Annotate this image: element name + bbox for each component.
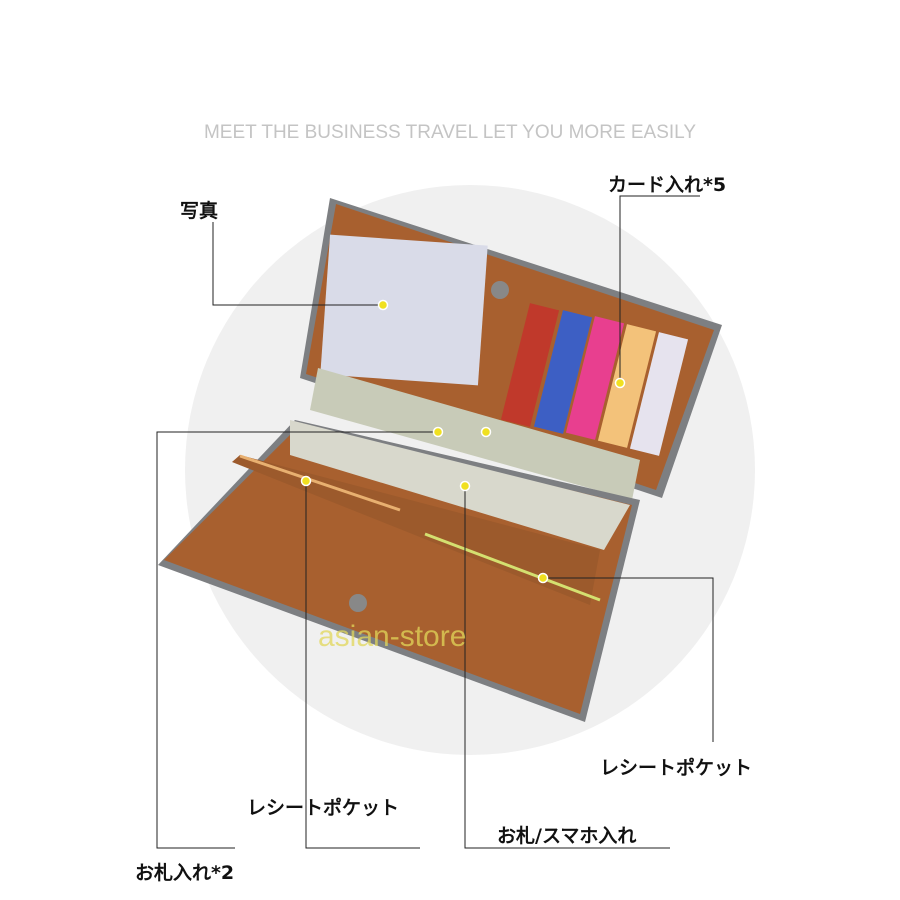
card [565, 316, 625, 440]
card [500, 303, 560, 427]
card [533, 310, 593, 434]
card [597, 324, 657, 448]
snap-button [491, 281, 509, 299]
label-receipt-right: レシートポケット [600, 757, 753, 779]
label-receipt-left: レシートポケット [247, 797, 400, 819]
card [629, 332, 689, 456]
receipt-pocket [232, 455, 600, 605]
label-cards: カード入れ*5 [608, 174, 727, 196]
label-bills-phone: お札/スマホ入れ [497, 825, 637, 847]
tagline: MEET THE BUSINESS TRAVEL LET YOU MORE EA… [203, 122, 697, 143]
snap-button [349, 594, 367, 612]
label-photo: 写真 [180, 200, 219, 222]
watermark: asian-store [318, 620, 467, 653]
callout-dots [300, 299, 626, 584]
photo-window [320, 234, 488, 386]
bills [310, 368, 640, 500]
label-bills: お札入れ*2 [135, 862, 235, 884]
